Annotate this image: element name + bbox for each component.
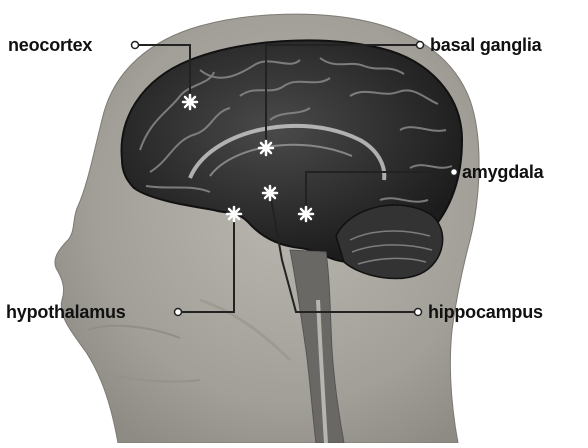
marker-hippocampus: [263, 186, 277, 200]
label-hippocampus: hippocampus: [428, 302, 543, 322]
marker-hypothalamus: [227, 207, 241, 221]
endpoint-basal-ganglia: [417, 42, 424, 49]
label-basal-ganglia: basal ganglia: [430, 35, 541, 55]
label-hypothalamus: hypothalamus: [6, 302, 126, 322]
label-amygdala: amygdala: [462, 162, 543, 182]
endpoint-amygdala: [451, 169, 458, 176]
marker-basal-ganglia: [259, 141, 273, 155]
endpoint-hippocampus: [415, 309, 422, 316]
marker-amygdala: [299, 207, 313, 221]
endpoint-neocortex: [132, 42, 139, 49]
marker-neocortex: [183, 95, 197, 109]
endpoint-hypothalamus: [175, 309, 182, 316]
label-neocortex: neocortex: [8, 35, 92, 55]
